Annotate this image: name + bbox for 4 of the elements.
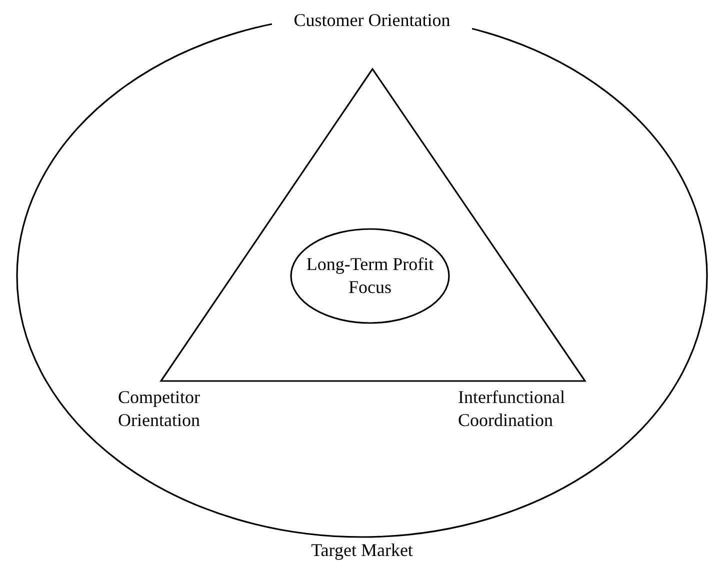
node-label: Long-Term Profit Focus — [305, 253, 435, 299]
node-label: Interfunctional Coordination — [458, 386, 566, 432]
node-label: Target Market — [310, 539, 414, 562]
node-label: Competitor Orientation — [118, 386, 201, 432]
